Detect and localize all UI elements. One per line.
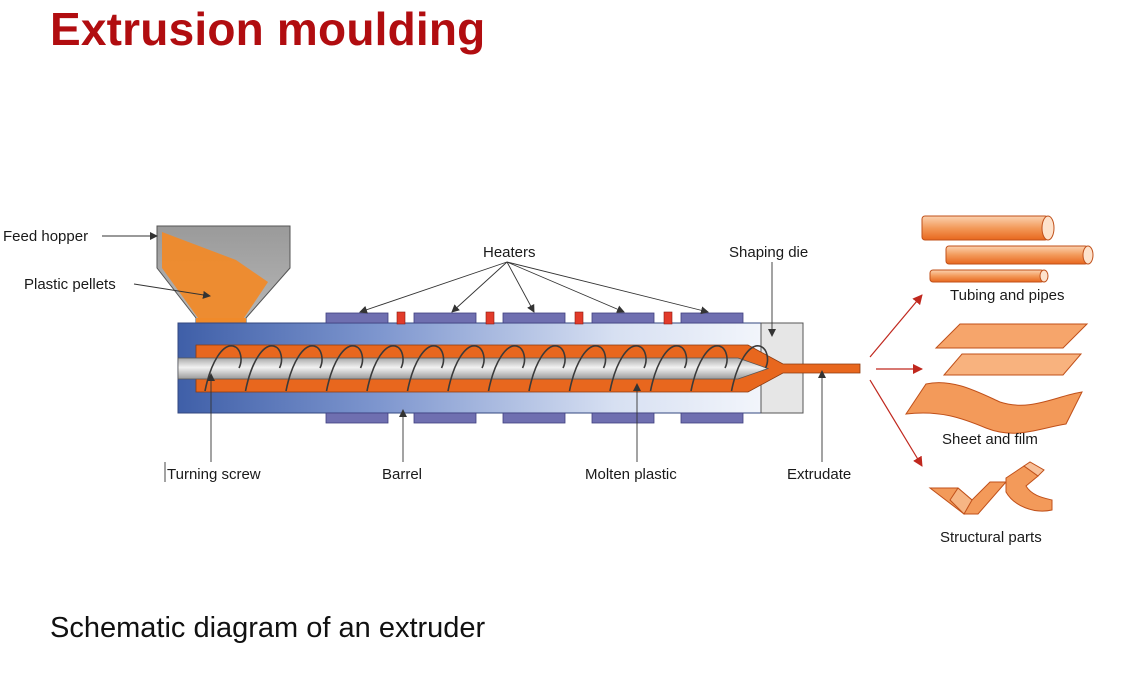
page-title: Extrusion moulding: [50, 3, 486, 55]
label-barrel: Barrel: [382, 466, 422, 483]
screw-flight: [366, 345, 404, 392]
screw-flight: [528, 345, 566, 392]
label-heaters: Heaters: [483, 244, 536, 261]
screw-shaft: [177, 357, 770, 380]
screw-flight: [730, 345, 769, 392]
heaters-bottom: [325, 412, 744, 424]
tubing-and-pipes-illustration: [921, 215, 1094, 283]
structural-parts-illustration: [928, 461, 1053, 515]
sheet-and-film-illustration: [904, 323, 1089, 434]
heaters-top: [325, 312, 744, 324]
label-sheet-and-film: Sheet and film: [942, 431, 1038, 448]
screw-flight: [285, 345, 323, 392]
screw-flight: [244, 345, 283, 392]
label-feed-hopper: Feed hopper: [3, 228, 88, 245]
screw-flight: [568, 345, 607, 392]
label-plastic-pellets: Plastic pellets: [24, 276, 116, 293]
label-shaping-die: Shaping die: [729, 244, 808, 261]
label-turning-screw: Turning screw: [167, 466, 261, 483]
screw-flight: [609, 345, 647, 392]
screw-flight: [325, 345, 364, 392]
label-extrudate: Extrudate: [787, 466, 851, 483]
screw-flight: [649, 345, 688, 392]
screw-flight: [447, 345, 485, 392]
screw-flights: [204, 345, 769, 392]
screw-flight: [406, 345, 445, 392]
screw-flight: [690, 345, 728, 392]
screw-flight: [487, 345, 526, 392]
heater-sensors: [396, 311, 673, 325]
screw-flight: [204, 345, 242, 392]
label-structural-parts: Structural parts: [940, 529, 1042, 546]
label-tubing-and-pipes: Tubing and pipes: [950, 287, 1065, 304]
figure-caption: Schematic diagram of an extruder: [50, 612, 486, 644]
label-molten-plastic: Molten plastic: [585, 466, 677, 483]
